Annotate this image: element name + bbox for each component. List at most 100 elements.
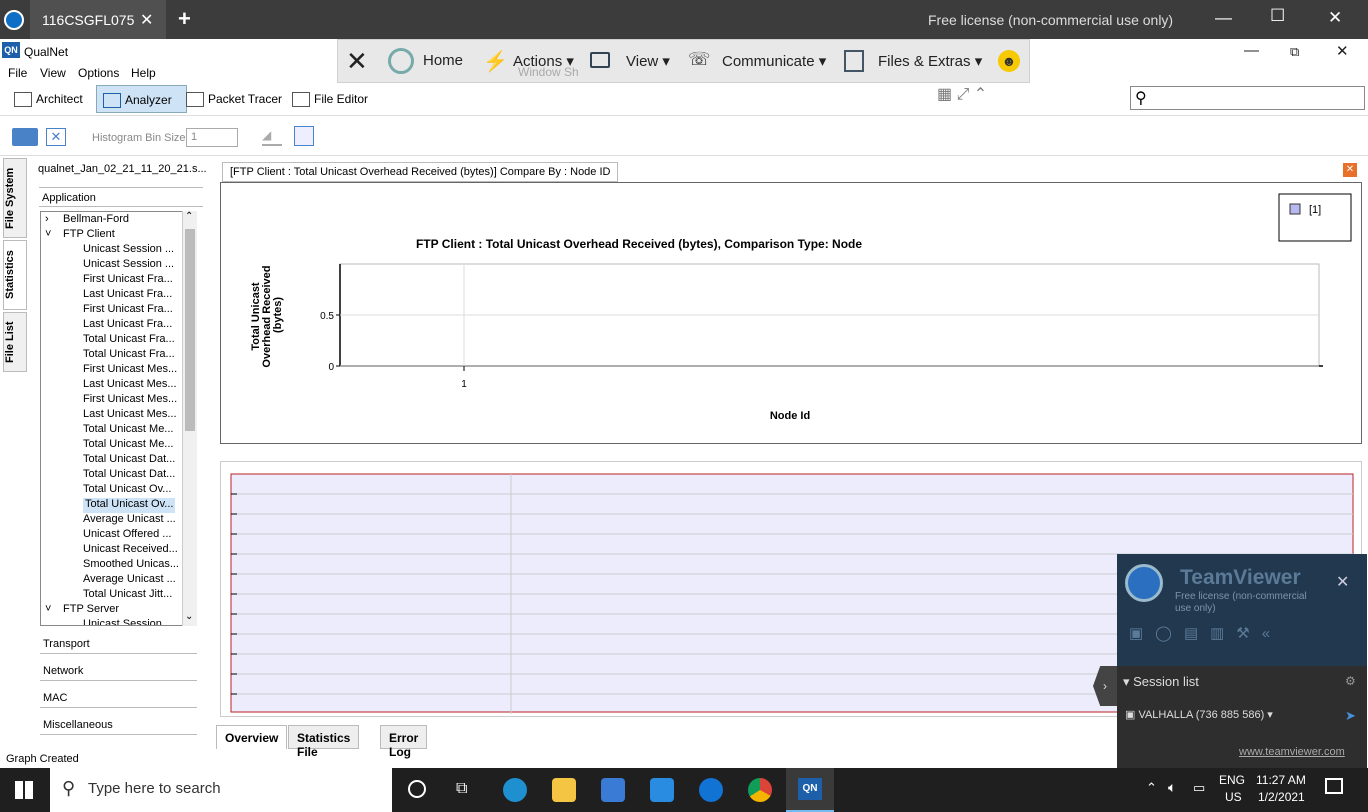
- minimize-icon[interactable]: —: [1215, 8, 1232, 27]
- tree-item[interactable]: Total Unicast Fra...: [83, 348, 175, 363]
- tree-item[interactable]: First Unicast Mes...: [83, 363, 177, 378]
- menu-options[interactable]: Options: [78, 66, 120, 80]
- tree-group[interactable]: ˅ FTP Client: [45, 228, 115, 243]
- tree-item[interactable]: Last Unicast Fra...: [83, 288, 172, 303]
- close-tab-icon[interactable]: ✕: [140, 12, 154, 29]
- app-close-icon[interactable]: ✕: [1336, 43, 1349, 60]
- chart-tab[interactable]: [FTP Client : Total Unicast Overhead Rec…: [222, 162, 619, 182]
- category-transport[interactable]: Transport: [40, 634, 197, 654]
- area-chart-icon[interactable]: ◢: [262, 128, 282, 146]
- tree-item[interactable]: Last Unicast Mes...: [83, 378, 177, 393]
- session-item[interactable]: ▣ VALHALLA (736 885 586) ▾: [1125, 709, 1273, 721]
- file-editor-button[interactable]: File Editor: [278, 85, 374, 113]
- bar-chart-icon[interactable]: [294, 126, 314, 146]
- category-application[interactable]: Application: [39, 187, 203, 207]
- close-file-icon[interactable]: ✕: [46, 128, 66, 146]
- windows-start-icon[interactable]: [15, 781, 33, 799]
- taskbar-search-input[interactable]: ⚲ Type here to search: [50, 768, 392, 812]
- clock-date[interactable]: 1/2/2021: [1258, 790, 1305, 804]
- teamviewer-link[interactable]: www.teamviewer.com: [1239, 746, 1345, 758]
- tree-item[interactable]: First Unicast Fra...: [83, 303, 173, 318]
- close-chart-icon[interactable]: ✕: [1343, 163, 1357, 177]
- collapse-icon[interactable]: ˅: [45, 603, 52, 615]
- scroll-down-icon[interactable]: ⌄: [185, 611, 194, 622]
- category-network[interactable]: Network: [40, 661, 197, 681]
- tree-item[interactable]: Unicast Session ...: [83, 243, 174, 258]
- session-settings-icon[interactable]: ⚙: [1345, 674, 1356, 688]
- tree-item[interactable]: Unicast Session ...: [83, 258, 174, 273]
- tab-file-system[interactable]: File System: [3, 158, 27, 238]
- category-miscellaneous[interactable]: Miscellaneous: [40, 715, 197, 735]
- tray-chevron-icon[interactable]: ⌃: [1146, 780, 1157, 795]
- app-restore-icon[interactable]: ⧉: [1290, 44, 1300, 59]
- scroll-thumb[interactable]: [185, 229, 195, 431]
- tree-item[interactable]: Total Unicast Dat...: [83, 468, 175, 483]
- packet-tracer-button[interactable]: Packet Tracer: [172, 85, 288, 113]
- tree-item[interactable]: Unicast Received...: [83, 543, 178, 558]
- region-code[interactable]: US: [1225, 790, 1242, 804]
- menu-help[interactable]: Help: [131, 66, 156, 80]
- clock-time[interactable]: 11:27 AM: [1256, 773, 1306, 787]
- tab-overview[interactable]: Overview: [216, 725, 288, 749]
- notifications-icon[interactable]: [1325, 778, 1343, 794]
- network-icon[interactable]: ▭: [1193, 780, 1206, 795]
- communicate-button[interactable]: Communicate ▾: [722, 53, 827, 70]
- analyzer-button[interactable]: Analyzer: [96, 85, 187, 113]
- qualnet-taskbar-button[interactable]: QN: [786, 768, 834, 812]
- menu-view[interactable]: View: [40, 66, 66, 80]
- tree-item[interactable]: Total Unicast Ov...: [83, 498, 176, 513]
- open-folder-icon[interactable]: [12, 128, 38, 146]
- tree-item[interactable]: Average Unicast ...: [83, 513, 176, 528]
- cortana-icon[interactable]: [408, 780, 426, 798]
- histogram-bin-input[interactable]: 1: [186, 128, 238, 147]
- category-mac[interactable]: MAC: [40, 688, 197, 708]
- maximize-icon[interactable]: ☐: [1270, 6, 1286, 25]
- menu-file[interactable]: File: [8, 66, 28, 80]
- tree-item[interactable]: Unicast Session ...: [83, 618, 174, 625]
- add-tab-icon[interactable]: +: [178, 6, 191, 31]
- actions-button[interactable]: Actions ▾: [513, 53, 574, 70]
- smiley-icon[interactable]: ☻: [998, 50, 1020, 72]
- tree-item[interactable]: Total Unicast Dat...: [83, 453, 175, 468]
- cursor-icon[interactable]: ➤: [1345, 708, 1356, 723]
- file-explorer-icon[interactable]: [552, 778, 576, 802]
- app-minimize-icon[interactable]: —: [1244, 42, 1259, 59]
- search-input[interactable]: ⚲: [1130, 86, 1365, 110]
- tab-file-list[interactable]: File List: [3, 312, 27, 372]
- tree-scrollbar[interactable]: ⌃ ⌄: [182, 211, 197, 626]
- close-icon[interactable]: ✕: [1328, 8, 1343, 27]
- tree-item[interactable]: Total Unicast Me...: [83, 423, 173, 438]
- edge-icon[interactable]: [503, 778, 527, 802]
- tree-item[interactable]: Average Unicast ...: [83, 573, 176, 588]
- expand-icon[interactable]: ›: [45, 213, 49, 225]
- tree-item[interactable]: Unicast Offered ...: [83, 528, 171, 543]
- collapse-icon[interactable]: ˅: [45, 228, 52, 240]
- view-button[interactable]: View ▾: [626, 53, 670, 70]
- teamviewer-taskbar-icon[interactable]: [699, 778, 723, 802]
- files-extras-button[interactable]: Files & Extras ▾: [878, 53, 983, 70]
- home-icon[interactable]: [388, 48, 414, 74]
- chrome-icon[interactable]: [748, 778, 772, 802]
- tab-statistics-file[interactable]: Statistics File: [288, 725, 360, 759]
- architect-button[interactable]: Architect: [0, 85, 89, 113]
- home-button[interactable]: Home: [423, 52, 464, 69]
- store-icon[interactable]: [601, 778, 625, 802]
- tree-item[interactable]: Total Unicast Fra...: [83, 333, 175, 348]
- mail-icon[interactable]: [650, 778, 674, 802]
- scroll-up-icon[interactable]: ⌃: [185, 211, 194, 222]
- tree-item[interactable]: Last Unicast Fra...: [83, 318, 172, 333]
- tree-item[interactable]: Total Unicast Jitt...: [83, 588, 172, 603]
- task-view-icon[interactable]: ⧉: [456, 780, 468, 797]
- tree-item[interactable]: First Unicast Mes...: [83, 393, 177, 408]
- tab-error-log[interactable]: Error Log: [380, 725, 428, 759]
- tab-statistics[interactable]: Statistics: [3, 240, 27, 310]
- tree-group[interactable]: ˅ FTP Server: [45, 603, 119, 618]
- tree-item[interactable]: First Unicast Fra...: [83, 273, 173, 288]
- tree-item[interactable]: Total Unicast Ov...: [83, 483, 171, 498]
- language-code[interactable]: ENG: [1219, 773, 1246, 787]
- tree-group[interactable]: › Bellman-Ford: [45, 213, 129, 228]
- popup-action-icons[interactable]: ▣◯▤▥⚒«: [1129, 625, 1283, 642]
- tree-item[interactable]: Smoothed Unicas...: [83, 558, 179, 573]
- grid-icon[interactable]: ▦ ⤢ ⌃: [937, 86, 988, 103]
- popup-close-icon[interactable]: ✕: [1336, 574, 1350, 591]
